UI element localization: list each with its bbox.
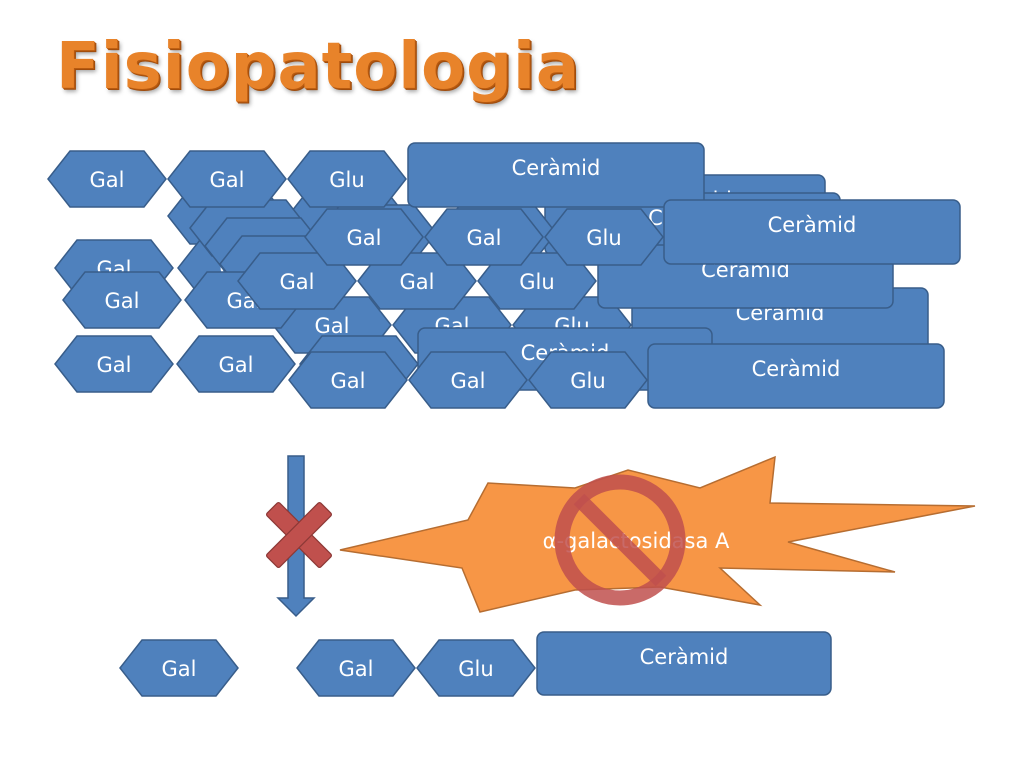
ceramid-block-label: Ceràmid	[768, 213, 857, 237]
gal-block-label: Gal	[219, 353, 254, 377]
ceramid-block: Ceràmid	[647, 343, 945, 409]
glu-block: Glu	[477, 252, 597, 310]
gal-block-label: Gal	[347, 226, 382, 250]
gal-block-label: Gal	[90, 168, 125, 192]
prohibition-icon	[554, 474, 686, 606]
gal-block: Gal	[176, 335, 296, 393]
ceramid-block: Ceràmid	[663, 199, 961, 265]
gal-block-label: Gal	[97, 353, 132, 377]
gal-block-label: Gal	[331, 369, 366, 393]
gal-block: Gal	[424, 208, 544, 266]
explosion-shape	[339, 455, 976, 613]
gal-block: Gal	[47, 150, 167, 208]
gal-block: Gal	[167, 150, 287, 208]
red-cross-icon	[265, 501, 333, 569]
ceramid-block-label: Ceràmid	[640, 645, 729, 669]
ceramid-block-label: Ceràmid	[752, 357, 841, 381]
gal-block: Gal	[54, 335, 174, 393]
glu-block: Glu	[544, 208, 664, 266]
gal-block-label: Gal	[451, 369, 486, 393]
glu-block: Glu	[416, 639, 536, 697]
gal-block-label: Gal	[315, 314, 350, 338]
glu-block-label: Glu	[586, 226, 621, 250]
glu-block-label: Glu	[458, 657, 493, 681]
result-glycolipid: Gal Gal Glu Ceràmid	[119, 631, 832, 697]
glu-block: Glu	[528, 351, 648, 409]
glu-block-label: Glu	[570, 369, 605, 393]
gal-block-label: Gal	[210, 168, 245, 192]
gal-block-label: Gal	[467, 226, 502, 250]
free-gal-block: Gal	[119, 639, 239, 697]
ceramid-block: Ceràmid	[407, 142, 705, 208]
ceramid-block-label: Ceràmid	[512, 156, 601, 180]
page-title: Fisiopatologia	[56, 30, 581, 104]
gal-block: Gal	[237, 252, 357, 310]
accumulated-glycolipid-stack: CeràmidCeràmidCeràmidGalGluGalGalGalGalG…	[47, 142, 961, 409]
glu-block: Glu	[287, 150, 407, 208]
gal-block: Gal	[296, 639, 416, 697]
gal-block: Gal	[288, 351, 408, 409]
blocked-arrow	[265, 455, 333, 618]
enzyme-deficiency: α-galactosidasa A	[339, 455, 976, 613]
gal-block: Gal	[408, 351, 528, 409]
gal-block-label: Gal	[339, 657, 374, 681]
gal-block-label: Gal	[105, 289, 140, 313]
glu-block-label: Glu	[519, 270, 554, 294]
free-gal-block-label: Gal	[162, 657, 197, 681]
glu-block-label: Glu	[329, 168, 364, 192]
gal-block: Gal	[62, 271, 182, 329]
gal-block-label: Gal	[280, 270, 315, 294]
gal-block: Gal	[304, 208, 424, 266]
gal-block-label: Gal	[400, 270, 435, 294]
ceramid-block: Ceràmid	[536, 631, 832, 696]
